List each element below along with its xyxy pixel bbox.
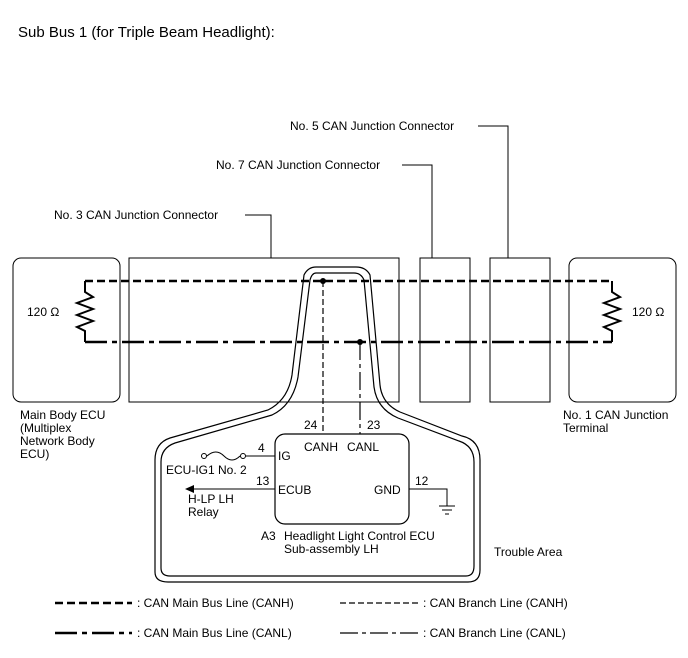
pin-gnd-number: 12 [415, 474, 429, 488]
resistor-right [601, 281, 623, 342]
trouble-area-label: Trouble Area [494, 545, 563, 559]
pin-ig-label: IG [278, 449, 291, 463]
page-title: Sub Bus 1 (for Triple Beam Headlight): [18, 24, 275, 41]
junction-terminal-box [568, 257, 677, 403]
main-body-ecu-label: Main Body ECU (Multiplex Network Body EC… [20, 408, 106, 461]
relay-label: H-LP LH Relay [188, 492, 234, 519]
ecub-arrow-icon [185, 485, 275, 493]
resistor-right-label: 120 Ω [632, 305, 664, 319]
legend-canl-branch-label: : CAN Branch Line (CANL) [423, 626, 566, 640]
ground-icon [409, 488, 455, 515]
fuse-label: ECU-IG1 No. 2 [166, 463, 247, 477]
pin-ig-number: 4 [258, 441, 265, 455]
pin-canh-label: CANH [304, 440, 338, 454]
pin-gnd-label: GND [374, 483, 401, 497]
no7-connector-label: No. 7 CAN Junction Connector [216, 158, 380, 172]
connector-leaders [245, 125, 509, 258]
main-body-ecu-box [12, 257, 121, 403]
legend-canh-main-label: : CAN Main Bus Line (CANH) [137, 596, 294, 610]
pin-canh-number: 24 [304, 418, 318, 432]
no3-connector-label: No. 3 CAN Junction Connector [54, 208, 218, 222]
ecu-name-label: Headlight Light Control ECU Sub-assembly… [284, 529, 435, 556]
pin-ecub-label: ECUB [278, 483, 311, 497]
no3-junction-box [128, 257, 400, 403]
pin-canl-number: 23 [367, 418, 381, 432]
resistor-left-label: 120 Ω [27, 305, 59, 319]
headlight-ecu-box [274, 433, 410, 525]
pin-canl-label: CANL [347, 440, 379, 454]
junction-terminal-label: No. 1 CAN Junction Terminal [563, 408, 669, 435]
no7-junction-box [419, 257, 471, 403]
no5-connector-label: No. 5 CAN Junction Connector [290, 119, 454, 133]
ecu-reference: A3 [261, 529, 276, 543]
trouble-area-outline [154, 266, 481, 583]
resistor-left [74, 281, 96, 342]
pin-ecub-number: 13 [256, 474, 270, 488]
fuse-icon [201, 451, 275, 461]
no5-junction-box [489, 257, 551, 403]
legend-canh-branch-label: : CAN Branch Line (CANH) [423, 596, 568, 610]
legend-canl-main-label: : CAN Main Bus Line (CANL) [137, 626, 292, 640]
